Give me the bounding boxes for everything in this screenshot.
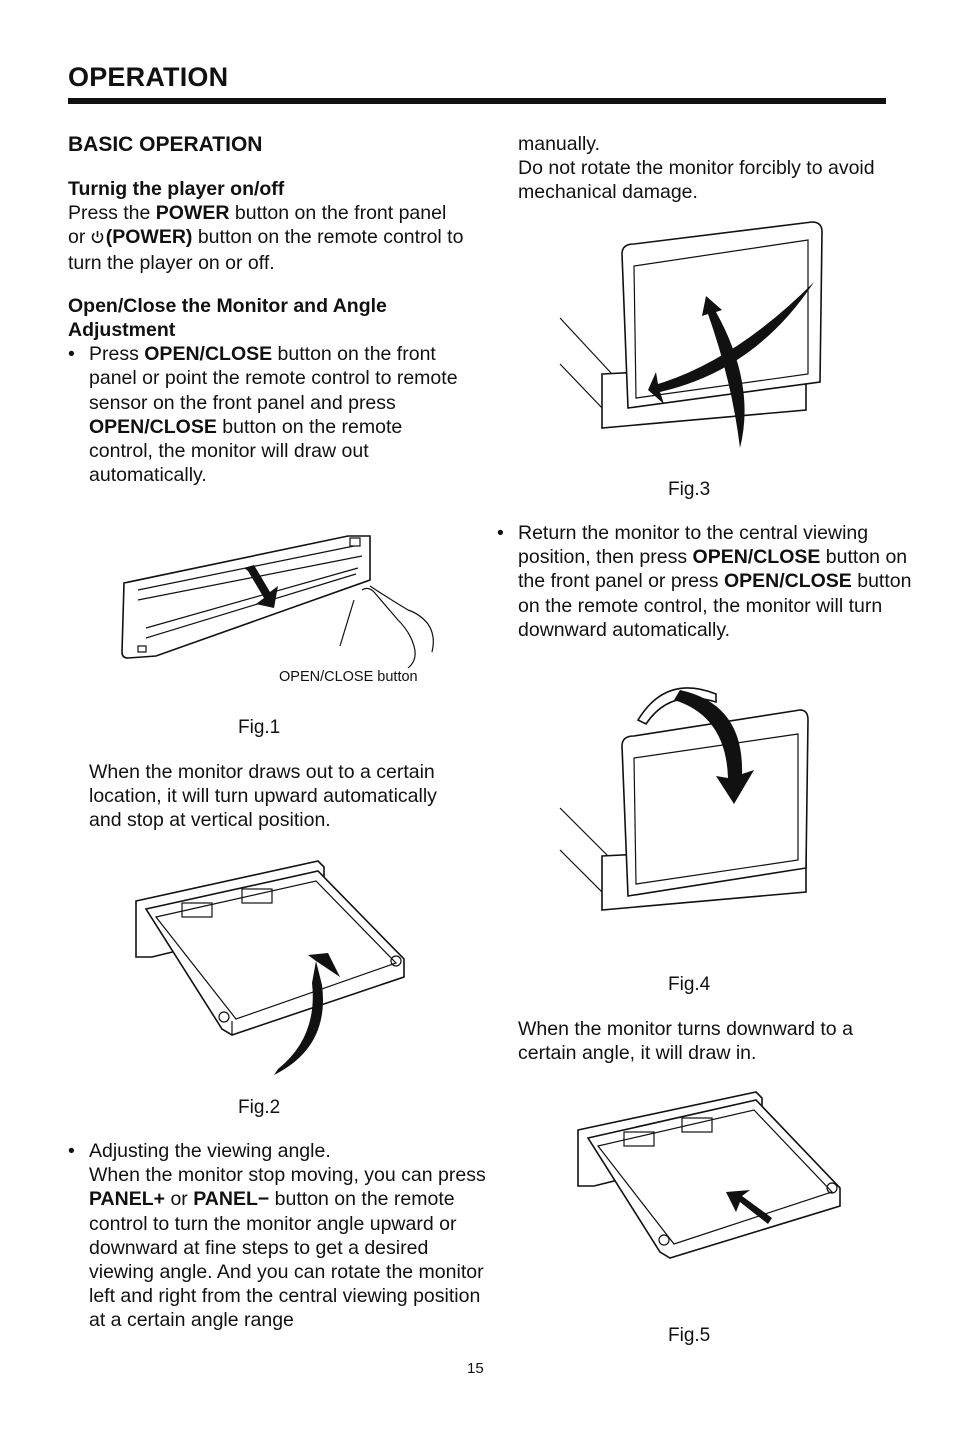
fig3-illustration (559, 221, 823, 448)
fig4-caption: Fig.4 (668, 974, 711, 995)
power-icon (91, 226, 104, 250)
fig3-caption: Fig.3 (668, 479, 711, 500)
paragraph-draw-in: When the monitor turns downward to a cer… (518, 1018, 853, 1065)
power-paragraph: Press the POWER button on the front pane… (68, 202, 464, 274)
page-title: OPERATION (68, 62, 229, 92)
section-title: BASIC OPERATION (68, 133, 263, 156)
bullet-return-monitor: • Return the monitor to the central view… (497, 522, 912, 641)
fig5-illustration (577, 1091, 841, 1259)
figure-5 (574, 1088, 846, 1271)
title-rule (68, 98, 886, 104)
fig4-illustration (559, 687, 809, 911)
fig2-illustration (135, 860, 405, 1075)
fig1-caption: Fig.1 (238, 717, 281, 738)
bullet-open-close: • Press OPEN/CLOSE button on the front p… (68, 343, 458, 487)
figure-1: OPEN/CLOSE button (118, 528, 458, 685)
figure-4 (556, 684, 816, 929)
monitor-heading: Open/Close the Monitor and Angle Adjustm… (68, 294, 387, 342)
bullet-viewing-angle: • Adjusting the viewing angle. When the … (68, 1140, 486, 1332)
page-number: 15 (467, 1360, 484, 1377)
warning-text: Do not rotate the monitor forcibly to av… (518, 157, 875, 204)
fig2-caption: Fig.2 (238, 1097, 281, 1118)
paragraph-turn-upward: When the monitor draws out to a certain … (89, 761, 437, 832)
callout-open-close-button: OPEN/CLOSE button (279, 669, 418, 685)
continued-text: manually. (518, 133, 601, 155)
left-column: BASIC OPERATION Turnig the player on/off… (68, 130, 468, 487)
bullet-dot: • (497, 522, 504, 544)
figure-3 (556, 214, 830, 463)
bullet-dot: • (68, 1140, 75, 1162)
fig5-caption: Fig.5 (668, 1325, 711, 1346)
right-column: manually. Do not rotate the monitor forc… (518, 132, 890, 205)
figure-2 (132, 857, 412, 1087)
bullet-dot: • (68, 343, 75, 366)
power-heading: Turnig the player on/off (68, 178, 285, 200)
fig1-illustration (121, 535, 434, 669)
